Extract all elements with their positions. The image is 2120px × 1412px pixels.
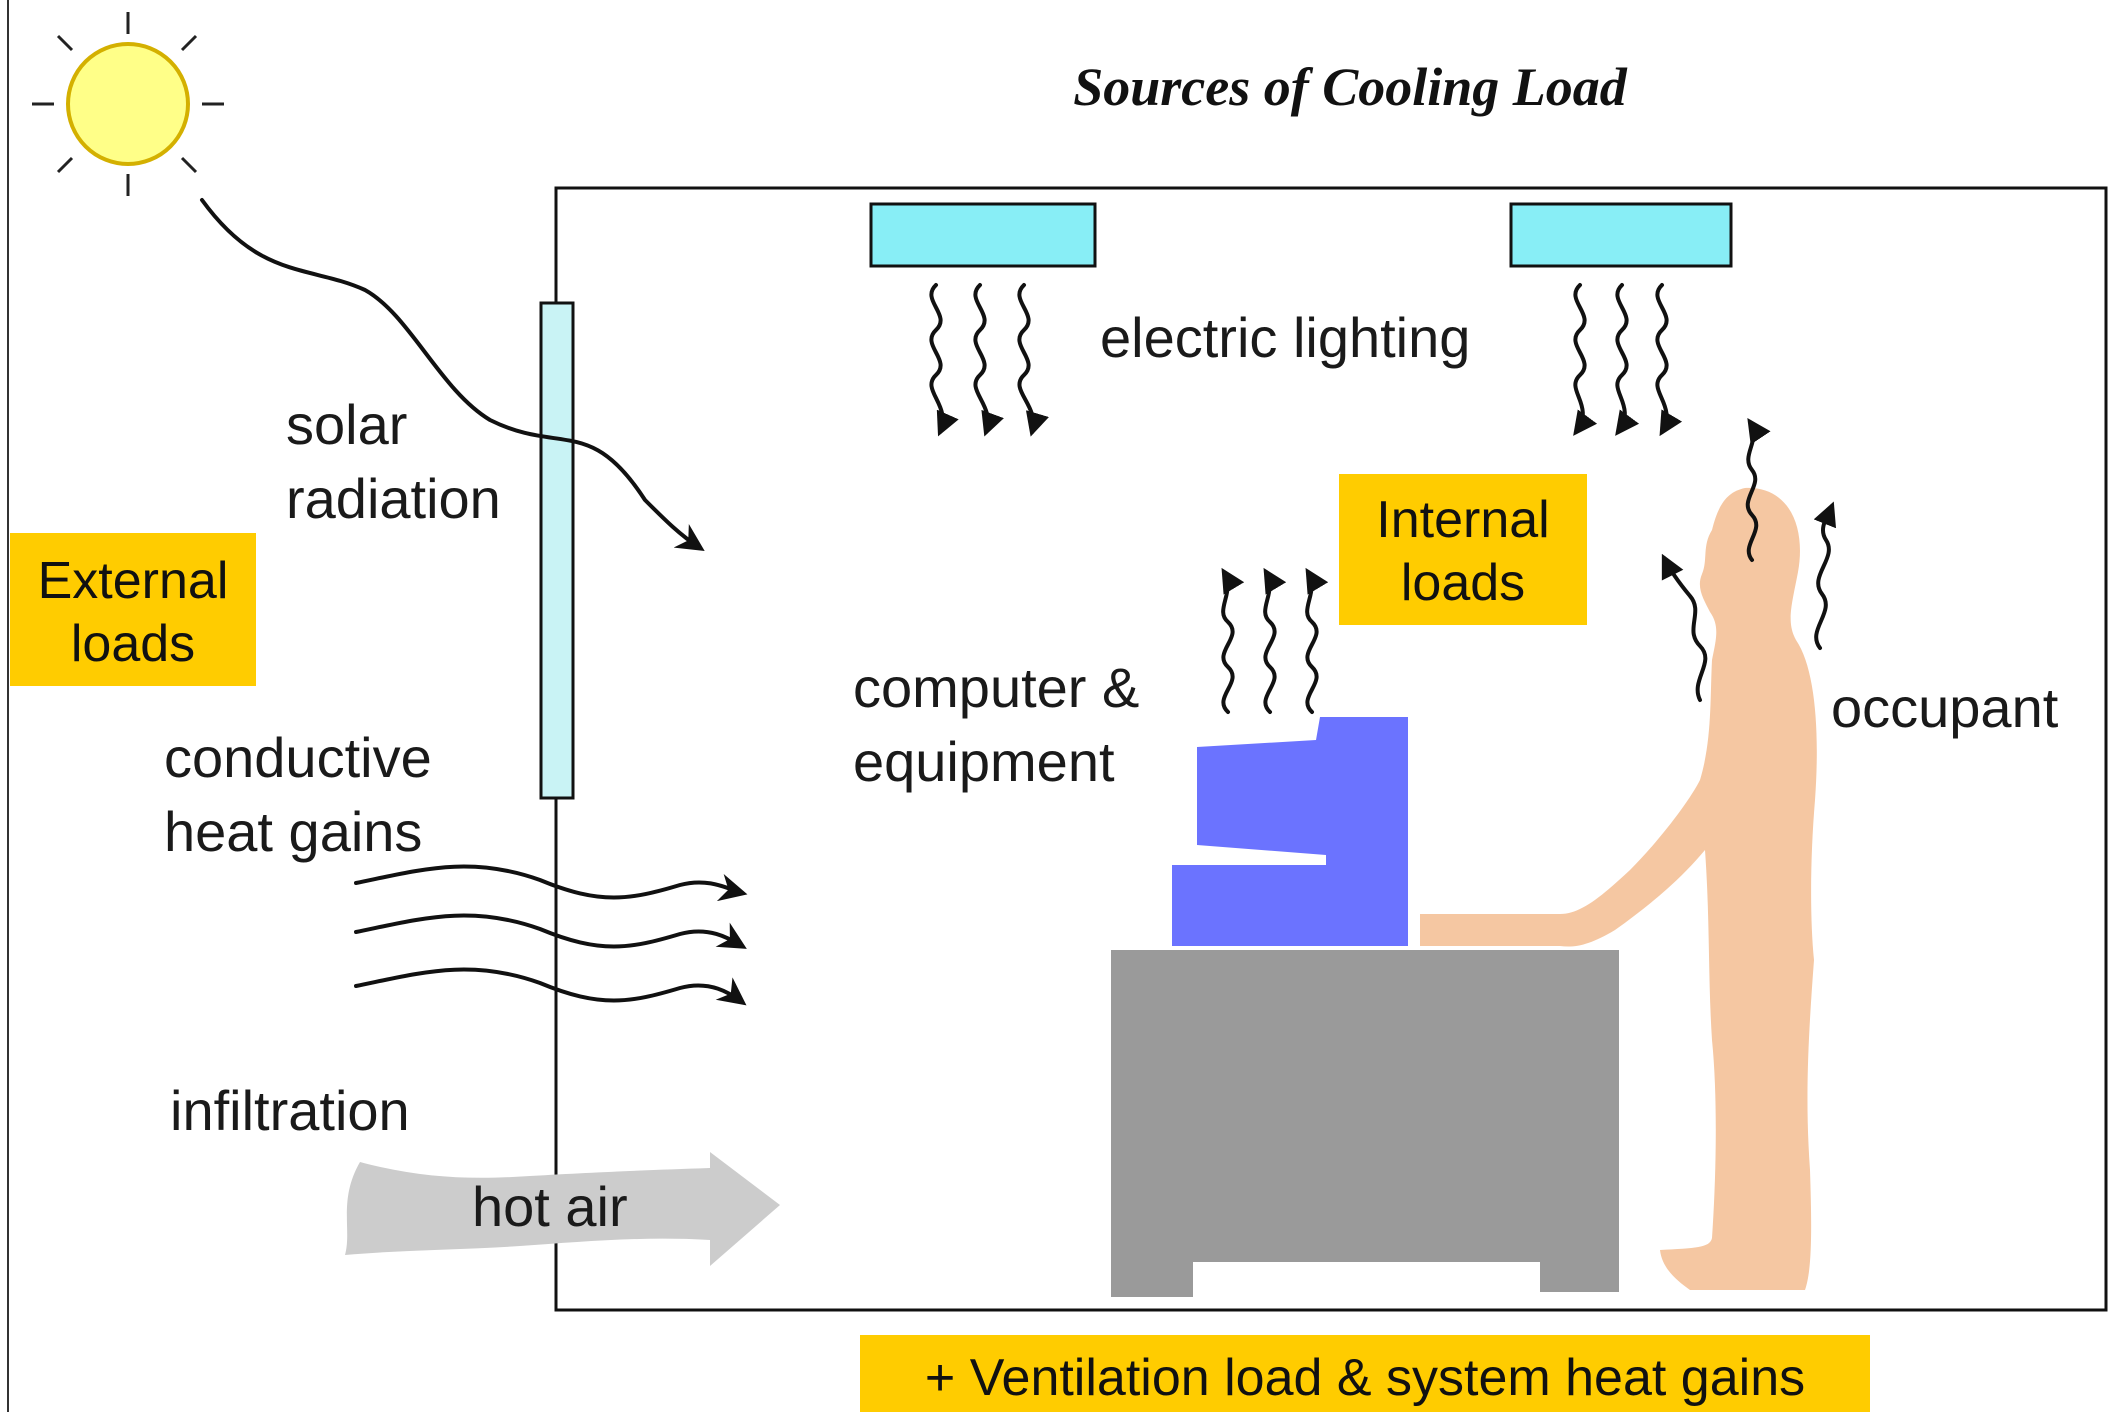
window-icon (539, 301, 575, 800)
occupant-label: occupant (1831, 676, 2059, 739)
ventilation-load-box (860, 1335, 1870, 1412)
computer-equipment-label: computer & (853, 656, 1139, 719)
electric-lighting-label: electric lighting (1100, 306, 1470, 369)
occupant-icon (1420, 487, 1817, 1291)
light-fixture-icon (1509, 202, 1733, 268)
solar-radiation-label: radiation (286, 467, 501, 530)
conductive-heat-arrows (354, 864, 748, 1006)
light-fixture-icon (869, 202, 1097, 268)
conductive-heat-label: conductive (164, 726, 432, 789)
sun-icon (32, 12, 224, 196)
diagram-title: Sources of Cooling Load (1073, 57, 1628, 117)
infiltration-label: infiltration (170, 1079, 410, 1142)
external-loads-box (10, 533, 256, 686)
internal-loads-label: Internal (1376, 491, 1549, 549)
solar-radiation-arrow (200, 198, 705, 552)
external-loads-label: loads (71, 615, 195, 673)
heat-wave-icon (929, 283, 1683, 437)
ventilation-load-label: + Ventilation load & system heat gains (925, 1349, 1805, 1407)
solar-radiation-label: solar (286, 393, 407, 456)
hot-air-label: hot air (472, 1175, 628, 1238)
external-loads-label: External (38, 552, 229, 610)
computer-icon (1172, 717, 1408, 946)
internal-loads-box (1339, 474, 1587, 625)
heat-wave-icon (1221, 567, 1329, 714)
hot-air-arrow-icon (345, 1152, 780, 1266)
desk-icon (1111, 950, 1619, 1297)
heat-wave-icon (1661, 418, 1837, 702)
conductive-heat-label: heat gains (164, 800, 422, 863)
internal-loads-label: loads (1401, 554, 1525, 612)
computer-equipment-label: equipment (853, 730, 1115, 793)
